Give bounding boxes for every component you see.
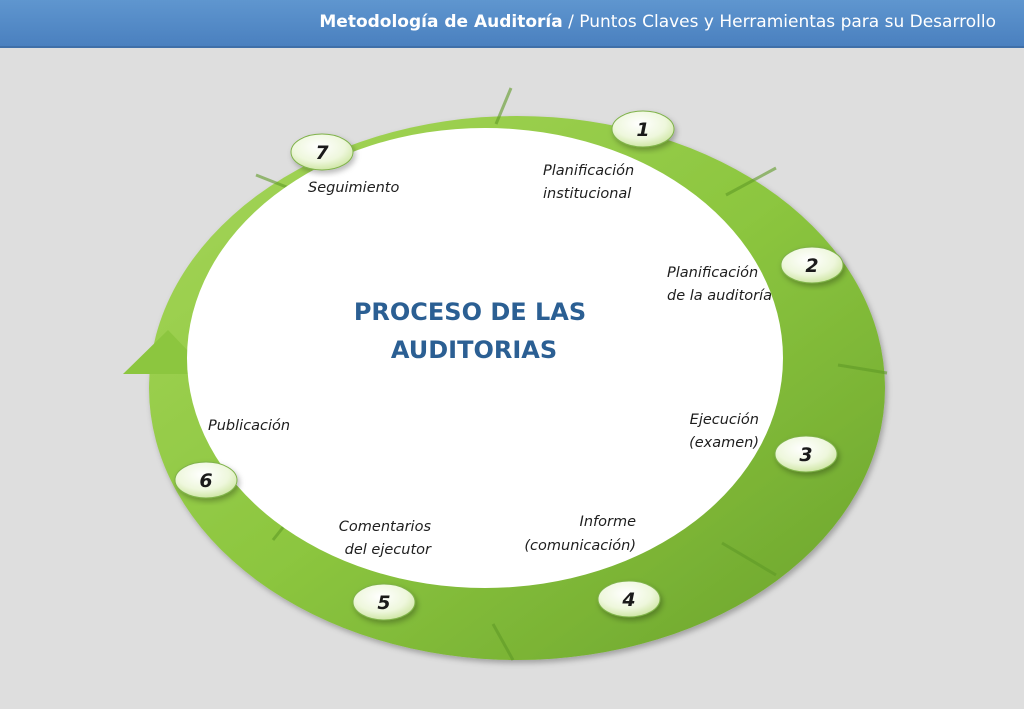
center-title-line2: AUDITORIAS: [391, 336, 557, 364]
inner-ellipse: [187, 128, 783, 588]
step-1-badge: 1: [611, 110, 675, 148]
step-1-number: 1: [636, 119, 649, 141]
step-5-label-line2: del ejecutor: [345, 542, 432, 558]
step-6-badge: 6: [174, 461, 238, 499]
step-4-badge: 4: [597, 580, 661, 618]
step-6-number: 6: [199, 470, 212, 492]
step-2-label-line1: Planificación: [667, 265, 758, 281]
step-3-badge: 3: [774, 435, 838, 473]
step-3-number: 3: [799, 444, 812, 466]
audit-process-diagram: PROCESO DE LAS AUDITORIAS Planificación …: [123, 87, 888, 661]
step-2-label-line2: de la auditoría: [667, 288, 772, 304]
step-2-badge: 2: [780, 246, 844, 284]
step-3-label-line1: Ejecución: [690, 412, 759, 428]
step-1-label-line1: Planificación: [543, 163, 634, 179]
step-6-label-line1: Publicación: [208, 418, 290, 434]
step-4-label-line1: Informe: [580, 514, 637, 530]
step-5-number: 5: [377, 592, 390, 614]
header-subtitle: Puntos Claves y Herramientas para su Des…: [579, 12, 996, 32]
header-title-bold: Metodología de Auditoría: [319, 12, 563, 32]
step-4-label-line2: (comunicación): [524, 538, 636, 554]
step-5-label-line1: Comentarios: [339, 519, 432, 535]
header-separator: /: [562, 12, 580, 32]
step-7-number: 7: [315, 142, 329, 164]
center-title-line1: PROCESO DE LAS: [354, 298, 586, 326]
step-2-number: 2: [805, 255, 818, 277]
step-1-label-line2: institucional: [543, 186, 631, 202]
header-bar: Metodología de Auditoría / Puntos Claves…: [0, 0, 1024, 48]
step-7-badge: 7: [290, 133, 354, 171]
step-4-number: 4: [621, 589, 635, 611]
step-3-label-line2: (examen): [689, 435, 759, 451]
step-5-badge: 5: [352, 583, 416, 621]
header-title: Metodología de Auditoría / Puntos Claves…: [319, 12, 996, 32]
step-7-label-line1: Seguimiento: [308, 180, 399, 196]
